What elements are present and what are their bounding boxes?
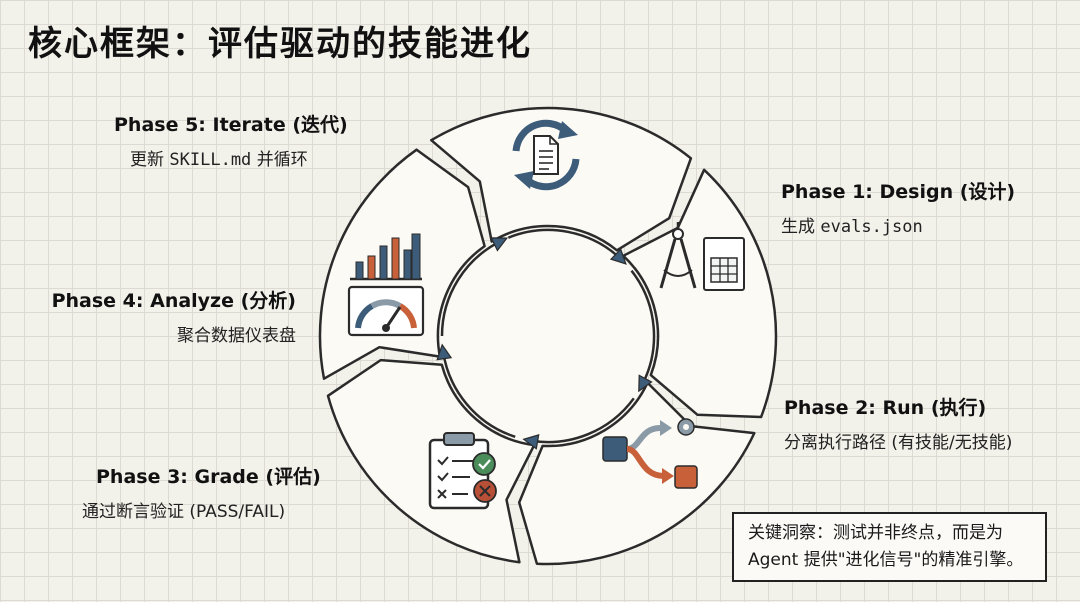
- phase-1-desc-prefix: 生成: [781, 217, 821, 237]
- phase-2-label: Phase 2: Run (执行) 分离执行路径 (有技能/无技能): [784, 393, 1012, 453]
- bar-chart-gauge-icon: [347, 233, 425, 337]
- inner-cycle-arc: [441, 350, 516, 438]
- key-insight-box: 关键洞察：测试并非终点，而是为 Agent 提供"进化信号"的精准引擎。: [732, 512, 1047, 582]
- inner-cycle-circle: [440, 228, 656, 444]
- phase-1-title: Phase 1: Design (设计): [781, 181, 1016, 203]
- segment-phase-2: [517, 381, 756, 566]
- phase-5-label: Phase 5: Iterate (迭代) 更新 SKILL.md 并循环: [114, 110, 348, 170]
- phase-2-description: 分离执行路径 (有技能/无技能): [784, 433, 1013, 453]
- phase-4-title: Phase 4: Analyze (分析): [51, 290, 296, 312]
- inner-cycle-arc: [529, 397, 635, 444]
- phase-5-desc-suffix: 并循环: [251, 150, 308, 170]
- phase-3-description: 通过断言验证 (PASS/FAIL): [82, 502, 286, 522]
- insight-line-1: 关键洞察：测试并非终点，而是为: [748, 523, 1003, 543]
- phase-4-label: Phase 4: Analyze (分析) 聚合数据仪表盘: [40, 286, 296, 346]
- phase-5-desc-code: SKILL.md: [169, 150, 252, 170]
- cycle-arrowhead-icon: [436, 343, 453, 361]
- cycle-arrowhead-icon: [638, 374, 653, 393]
- inner-cycle-arc: [630, 269, 656, 387]
- phase-5-description: 更新 SKILL.md 并循环: [114, 145, 348, 170]
- phase-1-description: 生成 evals.json: [781, 212, 1015, 237]
- branching-flow-icon: [602, 418, 698, 489]
- phase-3-label: Phase 3: Grade (评估) 通过断言验证 (PASS/FAIL): [82, 462, 321, 522]
- cycle-arrowhead-icon: [522, 434, 540, 450]
- segment-phase-1: [622, 168, 778, 419]
- page-title: 核心框架：评估驱动的技能进化: [28, 24, 532, 64]
- phase-2-title: Phase 2: Run (执行): [784, 397, 987, 419]
- phase-1-label: Phase 1: Design (设计) 生成 evals.json: [781, 177, 1015, 237]
- phase-5-desc-prefix: 更新: [130, 150, 170, 170]
- inner-cycle-arc: [507, 228, 623, 261]
- cycle-arrowhead-icon: [609, 248, 627, 265]
- phase-1-desc-code: evals.json: [820, 217, 923, 237]
- phase-3-title: Phase 3: Grade (评估): [96, 466, 321, 488]
- compass-spreadsheet-icon: [659, 222, 745, 291]
- phase-4-description: 聚合数据仪表盘: [177, 326, 296, 346]
- clipboard-checklist-icon: [428, 432, 497, 510]
- phase-5-title: Phase 5: Iterate (迭代): [114, 114, 348, 136]
- cycle-arrowhead-icon: [490, 237, 509, 252]
- inner-cycle-arc: [440, 239, 503, 337]
- cycle-document-icon: [512, 119, 580, 191]
- insight-line-2: Agent 提供"进化信号"的精准引擎。: [748, 550, 1024, 570]
